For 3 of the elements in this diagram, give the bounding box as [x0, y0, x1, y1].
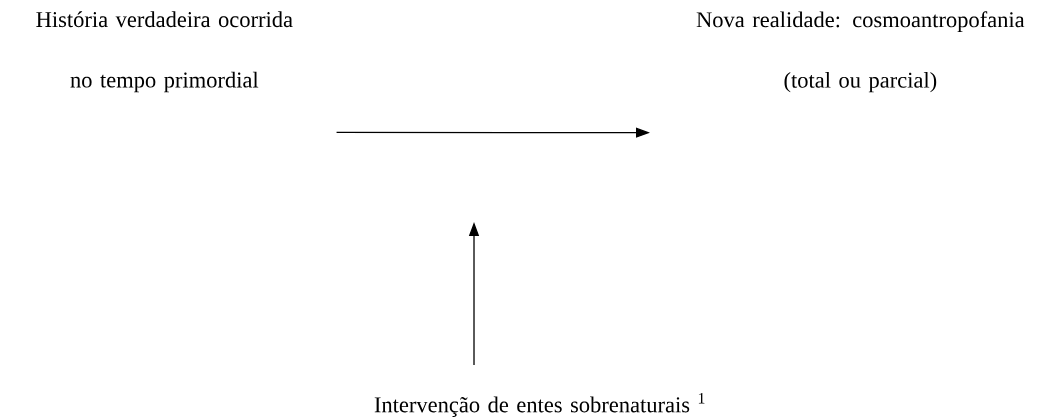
text-label: Intervenção de entes sobrenaturais $^{1}$ [374, 393, 705, 417]
text-label: História verdadeira ocorrida no tempo primordial [36, 11, 293, 93]
text-label: Nova realidade: cosmoantropofania (total ou parcial) [696, 11, 1025, 93]
